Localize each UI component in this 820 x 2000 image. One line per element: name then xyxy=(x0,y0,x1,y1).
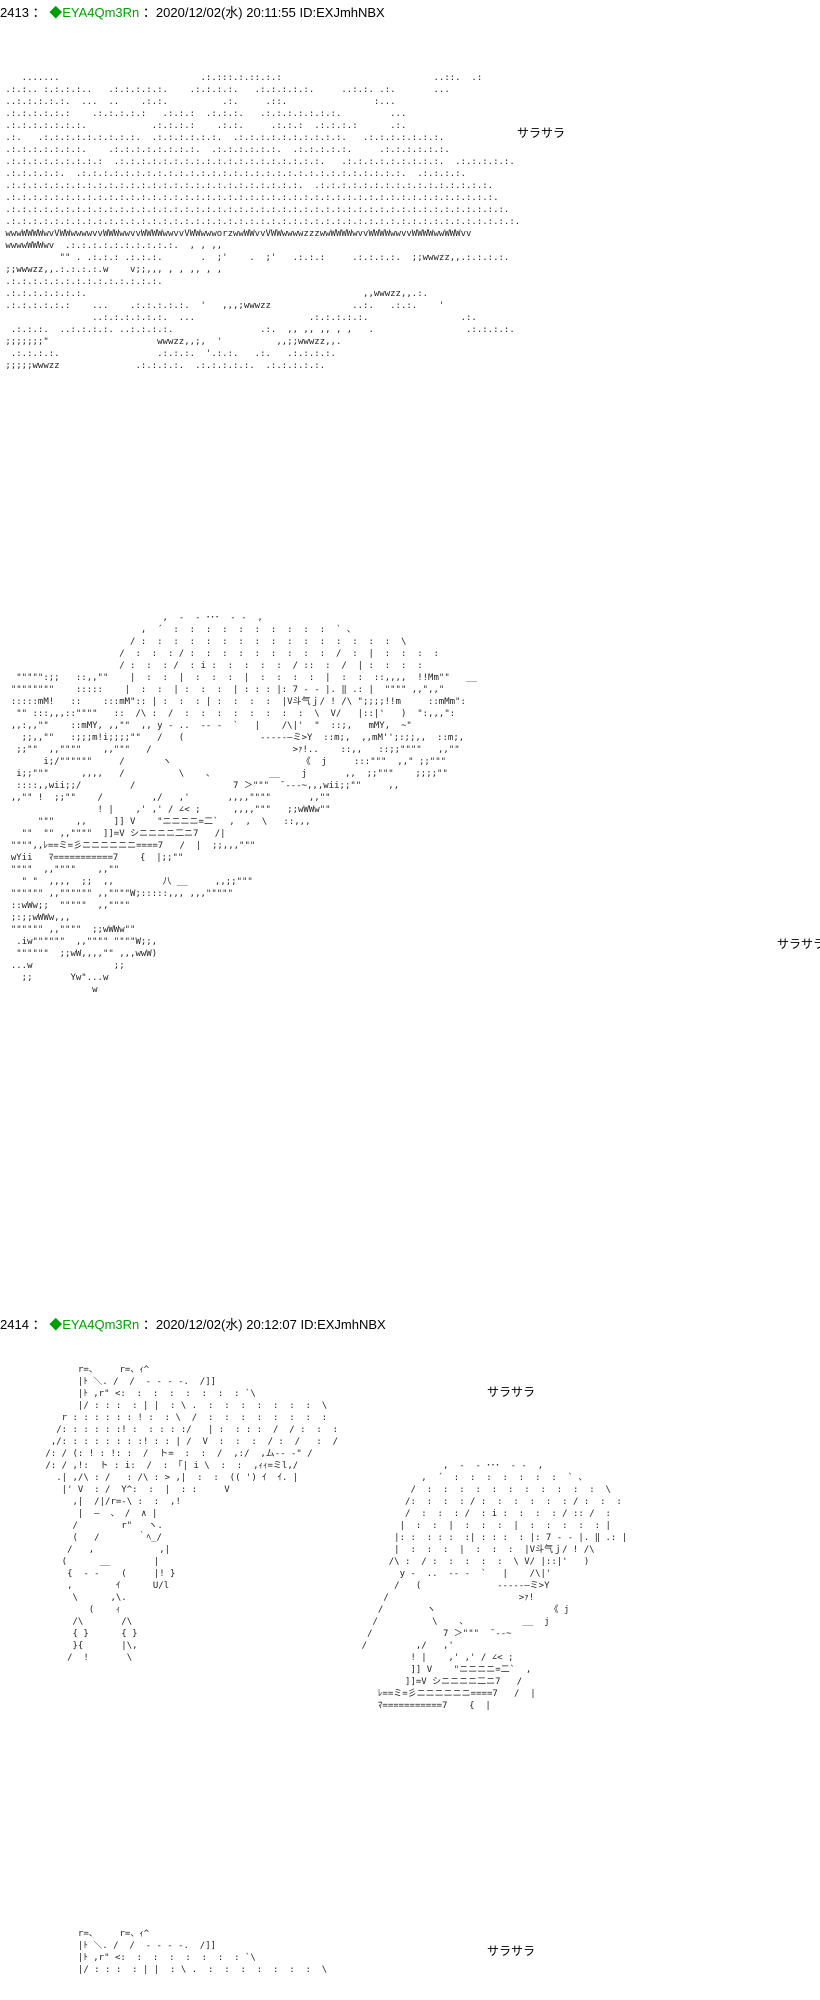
pair-bottom-ascii-art: r=、 r=、ｨ^ |ﾄ ＼. / / ‐ ‐ ‐ -. /]] |ﾄ ,r" … xyxy=(77,1929,328,1975)
post-number: 2414 xyxy=(0,1317,29,1332)
sfx-sarasara-2414-top: サラサラ xyxy=(487,1385,536,1399)
post-number: 2413 xyxy=(0,5,29,20)
post-datetime-id: ：2020/12/02(水) 20:11:55 ID:EXJmhNBX xyxy=(142,5,385,20)
poster-name[interactable]: EYA4Qm3Rn xyxy=(62,5,140,20)
pair-right-ascii-art: , - ‐ ･･･ ‐ - , , ´ : : : : : : : ` 、 / … xyxy=(361,1461,628,1711)
sfx-sarasara-2414-bottom: サラサラ xyxy=(487,1944,536,1958)
trip-diamond-icon: ◆ xyxy=(49,5,63,20)
post-separator: ： xyxy=(32,1317,46,1332)
pair-left-ascii-art: r=、 r=、ｨ^ |ﾄ ＼. / / ‐ ‐ ‐ -. /]] |ﾄ ,r" … xyxy=(45,1365,340,1663)
sand-scene-ascii-art: , - ‐ ･･･ ‐ - , , ´ : : : : : : : : : : … xyxy=(10,613,477,995)
desert-ascii-art: ....... .:.:::.:.::.:.: ..::. .: .:.:.. … xyxy=(5,73,521,371)
post-header-2413: 2413 ： ◆EYA4Qm3Rn ：2020/12/02(水) 20:11:5… xyxy=(0,2,385,21)
post-datetime-id: ：2020/12/02(水) 20:12:07 ID:EXJmhNBX xyxy=(142,1317,386,1332)
sfx-sarasara-top: サラサラ xyxy=(517,126,566,140)
poster-name[interactable]: EYA4Qm3Rn xyxy=(62,1317,140,1332)
post-separator: ： xyxy=(32,5,46,20)
trip-diamond-icon: ◆ xyxy=(49,1317,63,1332)
post-header-2414: 2414 ： ◆EYA4Qm3Rn ：2020/12/02(水) 20:12:0… xyxy=(0,1314,386,1333)
sfx-sarasara-right: サラサラ xyxy=(777,937,820,951)
